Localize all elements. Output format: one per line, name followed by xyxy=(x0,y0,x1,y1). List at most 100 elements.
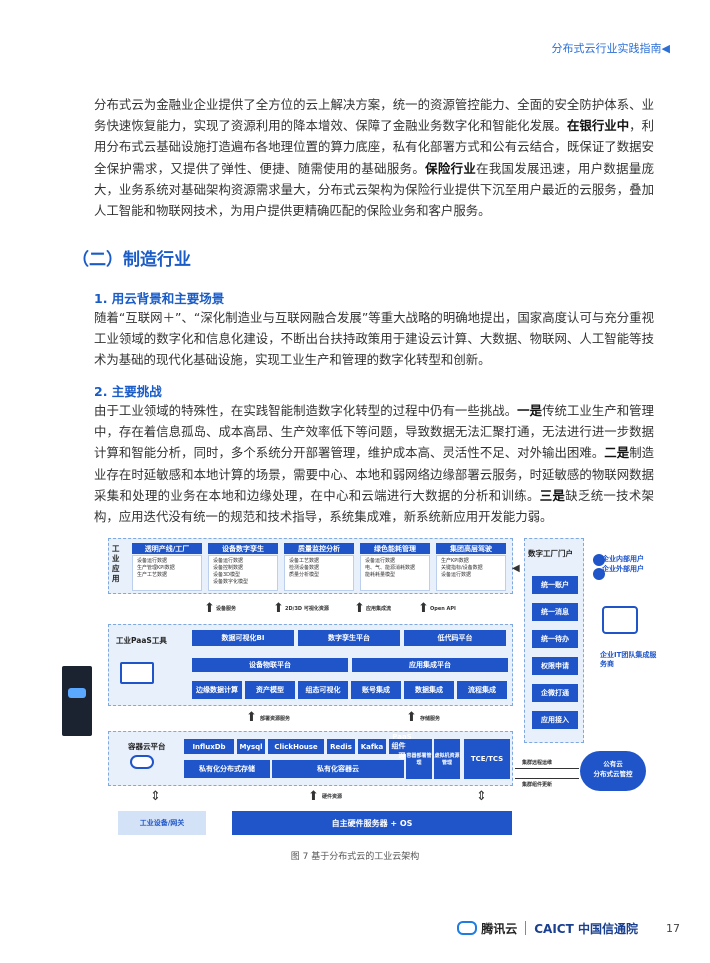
user-icon xyxy=(593,568,605,580)
container-box: Kafka xyxy=(358,739,386,754)
app-item: 关键指标/设备数据 xyxy=(441,565,483,571)
bottom-left-box: 工业设备/网关 xyxy=(118,811,206,835)
container-box: 私有化容器云 xyxy=(272,760,404,778)
para-bold: 二是 xyxy=(604,445,630,461)
paas-box: 数字孪生平台 xyxy=(298,630,400,646)
up-arrow-icon: ⬆ xyxy=(204,601,215,616)
left-arrow-icon: ◀ xyxy=(512,563,520,574)
app-item: 生产KPI数据 xyxy=(441,558,469,564)
paas-box: 数据集成 xyxy=(404,681,454,699)
app-item: 设备数字化模型 xyxy=(213,579,249,585)
monitor-icon xyxy=(120,662,154,684)
divider xyxy=(525,921,527,935)
paragraph-finance: 分布式云为金融业企业提供了全方位的云上解决方案，统一的资源管控能力、全面的安全防… xyxy=(94,94,654,221)
para-text: 由于工业领域的特殊性，在实践智能制造数字化转型的过程中仍有一些挑战。 xyxy=(94,403,518,418)
logo-text: 中国信通院 xyxy=(577,921,638,936)
app-title: 透明产线/工厂 xyxy=(132,543,202,554)
bottom-right-box: 自主硬件服务器 + OS xyxy=(232,811,512,835)
subheading-background: 1. 用云背景和主要场景 xyxy=(94,291,225,306)
tce-box: TCE/TCS xyxy=(464,739,510,779)
footer: 腾讯云 CAICT 中国信通院 17 xyxy=(457,918,680,938)
paas-box: 数据可视化BI xyxy=(192,630,294,646)
para-text: ，利用分布式云基础设施打造遍布各地理位置的算力底座，私有化部署方式和公有云结合，… xyxy=(94,118,655,176)
container-box: 虚拟机资源管理 xyxy=(434,739,460,779)
paas-box: 资产模型 xyxy=(245,681,295,699)
portal-item: 统一账户 xyxy=(532,576,578,594)
app-item: 设备运行数据 xyxy=(441,572,472,578)
subheading-challenges: 2. 主要挑战 xyxy=(94,384,162,399)
paas-box: 组态可视化 xyxy=(298,681,348,699)
cloud-label: 公有云 xyxy=(603,760,623,768)
app-item: 设备控制数据 xyxy=(213,565,244,571)
figure-caption: 图 7 基于分布式云的工业云架构 xyxy=(290,852,420,862)
app-card: 设备工艺数据检测设备数据质量分析模型 xyxy=(284,555,354,591)
portal-item: 统一消息 xyxy=(532,603,578,621)
app-item: 检测设备数据 xyxy=(289,565,320,571)
app-item: 质量分析模型 xyxy=(289,572,320,578)
app-item: 设备运行数据 xyxy=(213,558,244,564)
storage-label: 部署资源服务 xyxy=(260,716,291,722)
portal-item: 统一待办 xyxy=(532,630,578,648)
connector-line xyxy=(515,778,579,779)
app-title: 质量监控分析 xyxy=(284,543,354,554)
portal-item: 权限申请 xyxy=(532,657,578,675)
app-title: 设备数字孪生 xyxy=(208,543,278,554)
server-rack-icon xyxy=(62,666,92,736)
app-card: 设备运行数据生产管理KPI数据生产工艺数据 xyxy=(132,555,202,591)
app-title: 绿色能耗管理 xyxy=(360,543,430,554)
app-item: 生产工艺数据 xyxy=(137,572,168,578)
service-label: 设备服务 xyxy=(216,606,237,612)
cluster-label: 集群远程运维 xyxy=(522,760,553,766)
architecture-diagram: 工业应用 工业PaaS工具 容器云平台 ⬆ 硬件资源 ⇕ ⇕ 工业设备/网关 自… xyxy=(60,536,660,836)
up-arrow-icon: ⬆ xyxy=(418,601,429,616)
app-card: 设备运行数据设备控制数据设备3D模型设备数字化模型 xyxy=(208,555,278,591)
para-bold: 在银行业中 xyxy=(566,118,630,134)
portal-title: 数字工厂门户 xyxy=(528,549,573,558)
app-title: 集团高层驾驶 xyxy=(436,543,506,554)
up-arrow-icon: ⬆ xyxy=(246,710,257,725)
container-box: InfluxDb xyxy=(184,739,234,754)
app-item: 设备3D模型 xyxy=(213,572,241,578)
up-arrow-icon: ⬆ xyxy=(406,710,417,725)
running-header: 分布式云行业实践指南◀ xyxy=(551,42,670,55)
page-number: 17 xyxy=(666,921,680,935)
paas-box: 边缘数据计算 xyxy=(192,681,242,699)
cloud-label: 分布式云管控 xyxy=(593,770,633,778)
container-box: 容器部署管理 xyxy=(406,739,432,779)
it-team-label: 企业IT团队集成服务商 xyxy=(600,651,657,668)
updown-arrow-icon: ⇕ xyxy=(476,789,487,804)
user-icon xyxy=(593,554,605,566)
user-internal: 企业内部用户 xyxy=(602,555,644,563)
para-text: 缺乏统一技术架构，应用迭代没有统一的规范和技术指导，系统集成难，新系统新应用开发… xyxy=(94,487,655,525)
app-card: 生产KPI数据关键指标/设备数据设备运行数据 xyxy=(436,555,506,591)
para-bold: 三是 xyxy=(539,487,566,503)
container-box: Redis xyxy=(327,739,355,754)
container-box: 私有化分布式存储 xyxy=(184,760,270,778)
para-bold: 保险行业 xyxy=(425,160,477,176)
app-item: 设备运行数据 xyxy=(137,558,168,564)
people-icon xyxy=(602,606,638,634)
cloud-icon xyxy=(130,755,154,769)
app-item: 生产管理KPI数据 xyxy=(137,565,175,571)
updown-arrow-icon: ⇕ xyxy=(150,789,161,804)
service-label: 应用集成流 xyxy=(366,606,392,612)
paas-box: 应用集成平台 xyxy=(352,658,508,672)
portal-item: 应用接入 xyxy=(532,711,578,729)
paas-box: 流程集成 xyxy=(457,681,507,699)
paas-box: 设备物联平台 xyxy=(192,658,348,672)
app-item: 设备工艺数据 xyxy=(289,558,320,564)
app-item: 设备运行数据 xyxy=(365,558,396,564)
para-text: 传统工业生产和管理中，存在着信息孤岛、成本高昂、生产效率低下等问题，导致数据无法… xyxy=(94,403,655,461)
para-text: 分布式云为金融业企业提供了全方位的云上解决方案，统一的资源管控能力、全面的安全防… xyxy=(94,97,654,134)
paas-box: 账号集成 xyxy=(351,681,401,699)
cluster-label: 集群组件更新 xyxy=(522,782,553,788)
cloud-logo-icon xyxy=(457,921,478,935)
storage-label: 存储服务 xyxy=(420,716,441,722)
service-label: 2D/3D 可视化资源 xyxy=(285,606,329,612)
logo-text: CAICT xyxy=(534,921,574,936)
app-layer-label: 工业应用 xyxy=(112,544,120,583)
user-external: 企业外部用户 xyxy=(602,565,644,573)
down-arrow-icon: ⬆ xyxy=(308,789,319,804)
container-box: ClickHouse xyxy=(268,739,324,754)
app-item: 电、气、能源消耗数据 xyxy=(365,565,416,571)
